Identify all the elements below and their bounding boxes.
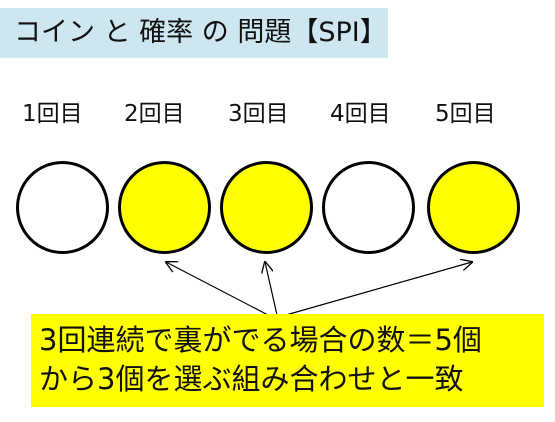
callout-line-1: 3回連続で裏がでる場合の数＝5個 — [39, 323, 482, 357]
trial-label-4: 4回目 — [330, 101, 391, 127]
arrow-to-coin-5 — [285, 262, 472, 316]
callout-box: 3回連続で裏がでる場合の数＝5個 から3個を選ぶ組み合わせと一致 — [31, 314, 544, 407]
trial-label-5: 5回目 — [435, 101, 496, 127]
page-title: コイン と 確率 の 問題【SPI】 — [14, 17, 387, 48]
coin-5 — [427, 161, 520, 254]
arrow-to-coin-2 — [166, 262, 269, 316]
coin-3 — [220, 161, 313, 254]
arrow-to-coin-3 — [265, 262, 278, 316]
coin-2 — [118, 161, 211, 254]
callout-line-2: から3個を選ぶ組み合わせと一致 — [39, 362, 464, 396]
title-banner: コイン と 確率 の 問題【SPI】 — [0, 8, 388, 58]
coin-1 — [16, 161, 109, 254]
trial-label-2: 2回目 — [124, 101, 185, 127]
coin-4 — [322, 161, 415, 254]
trial-label-3: 3回目 — [228, 101, 289, 127]
trial-label-1: 1回目 — [22, 101, 83, 127]
